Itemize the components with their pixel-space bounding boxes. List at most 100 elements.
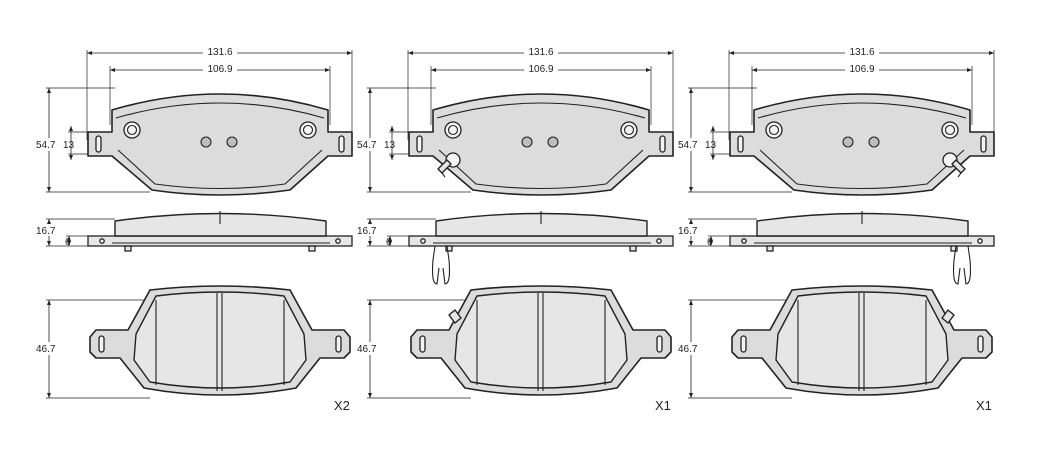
wear-sensor-tip [957, 172, 962, 178]
height-dimension-line-arrow-start [689, 88, 693, 93]
friction-edge-top [757, 102, 967, 119]
hole-height-dimension-line-arrow-end [390, 155, 394, 160]
back-slot-right [656, 335, 663, 353]
inner-width-dimension-line-arrow-end [967, 68, 972, 72]
ear-slot-right [980, 135, 987, 153]
height-label: 54.7 [36, 140, 56, 151]
hole-height-dimension-line-arrow-end [69, 155, 73, 160]
height-dimension-line-arrow-end [47, 187, 51, 192]
friction-pad-face [775, 291, 949, 389]
height-dimension-line-arrow-start [368, 88, 372, 93]
friction-height-label-bg [676, 342, 698, 355]
mount-hole-right-inner [623, 124, 635, 136]
hole-height-dimension-line-arrow-start [69, 126, 73, 131]
height-label-bg [355, 138, 377, 151]
side-clip-right [950, 245, 958, 252]
outer-width-label: 131.6 [528, 47, 553, 58]
outer-width-dimension-line-arrow-start [408, 51, 413, 55]
wear-sensor-tab [951, 159, 966, 174]
pin-dot-left [842, 136, 854, 148]
backing-plate-front [729, 93, 995, 196]
outer-width-label-bg [524, 45, 558, 58]
mount-hole-left [123, 121, 141, 139]
inner-width-dimension-line-arrow-end [646, 68, 651, 72]
backing-plate-side [87, 235, 353, 247]
mount-hole-left-inner [126, 124, 138, 136]
plate-thickness-label: 6 [386, 237, 392, 248]
side-clip-left [766, 245, 774, 252]
friction-edge-bottom [117, 149, 323, 190]
thickness-label-bg [34, 224, 56, 236]
mount-hole-left-inner [768, 124, 780, 136]
thickness-dimension-line-arrow-end [689, 241, 693, 246]
thickness-label-bg [676, 224, 698, 236]
friction-edge-bottom [438, 149, 644, 190]
back-slot-left [740, 335, 747, 353]
hole-height-dimension-line-arrow-start [390, 126, 394, 131]
side-clip-left [124, 245, 132, 252]
back-slot-right [977, 335, 984, 353]
inner-width-label: 106.9 [849, 64, 874, 75]
side-pin-left [741, 238, 747, 244]
ear-slot-right [338, 135, 345, 153]
backing-plate-front [408, 93, 674, 196]
quantity-label: X2 [334, 398, 350, 413]
height-label: 54.7 [678, 140, 698, 151]
thickness-label: 16.7 [678, 226, 698, 237]
side-pin-right [977, 238, 983, 244]
mount-hole-left-inner [447, 124, 459, 136]
back-slot-left [419, 335, 426, 353]
hole-height-label: 13 [384, 140, 396, 151]
friction-height-label: 46.7 [357, 344, 377, 355]
inner-width-dimension-line-arrow-end [325, 68, 330, 72]
outer-width-dimension-line-arrow-start [87, 51, 92, 55]
side-clip-right [629, 245, 637, 252]
friction-height-dimension-line-arrow-end [689, 393, 693, 398]
thickness-dimension-line-arrow-end [368, 241, 372, 246]
friction-edge-bottom [759, 149, 965, 190]
side-pin-left [99, 238, 105, 244]
mount-hole-right [299, 121, 317, 139]
mount-hole-right [620, 121, 638, 139]
thickness-dimension-line-arrow-end [47, 241, 51, 246]
friction-height-dimension-line-arrow-start [368, 300, 372, 305]
friction-height-dimension-line-arrow-start [47, 300, 51, 305]
plate-thickness-dimension-line-arrow-start [709, 236, 713, 241]
friction-height-label: 46.7 [678, 344, 698, 355]
inner-width-label: 106.9 [528, 64, 553, 75]
backing-plate-front [87, 93, 353, 196]
wear-sensor-side [952, 245, 972, 285]
outer-width-label-bg [845, 45, 879, 58]
backing-plate-side [408, 235, 674, 247]
pin-dot-right [547, 136, 559, 148]
hole-height-label: 13 [63, 140, 75, 151]
ear-slot-left [737, 135, 744, 153]
height-label-bg [676, 138, 698, 151]
wear-sensor-side [431, 245, 451, 285]
ear-slot-right [659, 135, 666, 153]
side-pin-left [420, 238, 426, 244]
thickness-label: 16.7 [357, 226, 377, 237]
friction-material-side [114, 212, 327, 237]
friction-edge-top [115, 102, 325, 119]
wear-sensor-back [941, 309, 955, 324]
inner-width-label-bg [524, 62, 558, 75]
outer-width-label-bg [203, 45, 237, 58]
friction-height-label: 46.7 [36, 344, 56, 355]
outer-width-label: 131.6 [207, 47, 232, 58]
quantity-label: X1 [976, 398, 992, 413]
hole-height-dimension-line-arrow-start [711, 126, 715, 131]
ear-slot-left [95, 135, 102, 153]
friction-edge-top [436, 102, 646, 119]
friction-height-dimension-line-arrow-start [689, 300, 693, 305]
plate-thickness-dimension-line-arrow-start [388, 236, 392, 241]
inner-width-label-bg [845, 62, 879, 75]
thickness-dimension-line-arrow-start [368, 219, 372, 224]
plate-thickness-dimension-line-arrow-end [709, 241, 713, 246]
friction-height-label-bg [355, 342, 377, 355]
thickness-dimension-line-arrow-start [47, 219, 51, 224]
